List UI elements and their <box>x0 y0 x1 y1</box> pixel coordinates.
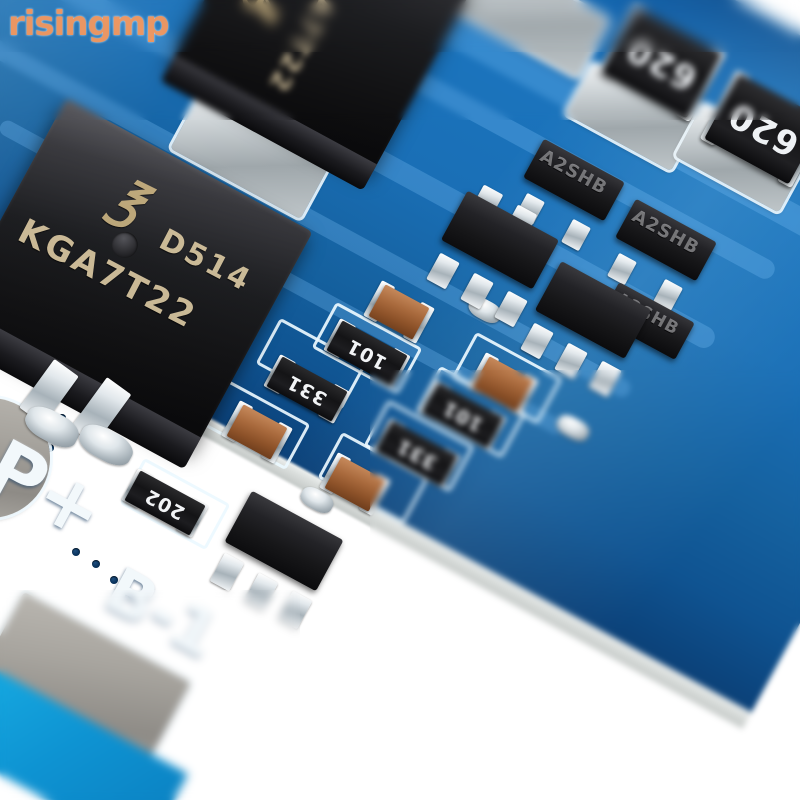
ic-lead <box>243 572 279 612</box>
via-hole <box>110 576 118 584</box>
power-resistor-1-code: 620 <box>619 27 705 99</box>
watermark-risingmp: risingmp <box>8 4 170 44</box>
via-hole <box>92 560 100 568</box>
ic-lead <box>209 552 245 592</box>
via-hole <box>72 548 80 556</box>
ic-lead <box>277 590 313 630</box>
power-resistor-2-code: 620 <box>721 93 800 165</box>
via-hole <box>46 444 54 452</box>
